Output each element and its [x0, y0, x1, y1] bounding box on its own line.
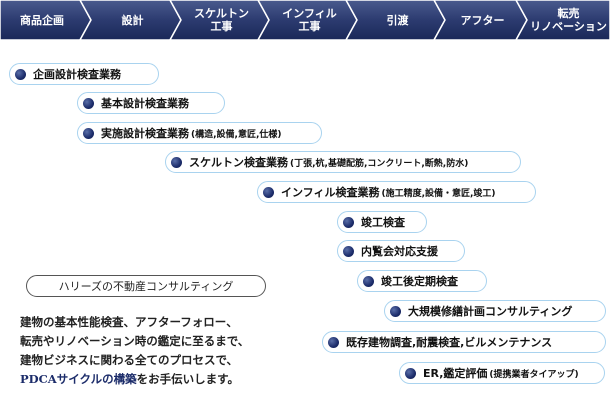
phase-arrows-svg	[0, 0, 610, 41]
navy-sphere-bullet-icon	[390, 305, 401, 317]
service-note: (提携業者タイアップ)	[489, 369, 579, 380]
navy-sphere-bullet-icon	[83, 97, 94, 109]
navy-sphere-bullet-icon	[15, 68, 26, 80]
description-line-rest: をお手伝いします。	[136, 372, 239, 386]
description-line: PDCAサイクルの構築をお手伝いします。	[20, 370, 320, 389]
service-pill-basic-design: 基本設計検査業務	[77, 92, 225, 114]
phase-label-2: 設計	[121, 13, 144, 27]
consulting-badge: ハリーズの不動産コンサルティング	[26, 275, 266, 297]
phase-arrow-bar: 商品企画 設計 スケルトン 工事 インフィル 工事 引渡 アフター 転売 リノベーション	[0, 0, 610, 44]
navy-sphere-bullet-icon	[171, 156, 182, 168]
service-label: 竣工後定期検査	[381, 275, 458, 288]
service-pill-infill: インフィル検査業務 (施工精度,設備・意匠,竣工)	[257, 181, 536, 203]
navy-sphere-bullet-icon	[343, 245, 354, 257]
service-label: 大規模修繕計画コンサルティング	[408, 305, 573, 318]
service-pill-large-repair: 大規模修繕計画コンサルティング	[384, 300, 606, 322]
service-pill-existing-building: 既存建物調査,耐震検査,ビルメンテナンス	[322, 331, 606, 353]
phase-label-5: 引渡	[386, 13, 409, 27]
consulting-description: 建物の基本性能検査、アフターフォロー、 転売やリノベーション時の鑑定に至るまで、…	[20, 313, 320, 389]
service-pill-preview-support: 内覧会対応支援	[337, 240, 465, 262]
service-pill-skeleton: スケルトン検査業務 (丁張,杭,基礎配筋,コンクリート,断熱,防水)	[165, 151, 521, 173]
service-label: 実施設計検査業務	[101, 127, 189, 140]
service-label: 竣工検査	[361, 216, 405, 229]
phase-label-7: 転売 リノベーション	[530, 7, 607, 33]
description-line: 建物ビジネスに関わる全てのプロセスで、	[20, 353, 239, 367]
phase-label-1: 商品企画	[20, 13, 64, 27]
service-pill-planning: 企画設計検査業務	[9, 63, 159, 85]
phase-label-3: スケルトン 工事	[194, 7, 249, 33]
service-pill-detail-design: 実施設計検査業務 (構造,設備,意匠,仕様)	[77, 122, 322, 144]
service-label: 内覧会対応支援	[361, 245, 438, 258]
service-pill-periodic-inspection: 竣工後定期検査	[357, 270, 487, 292]
service-note: (丁張,杭,基礎配筋,コンクリート,断熱,防水)	[290, 158, 469, 169]
phase-label-6: アフター	[460, 13, 505, 27]
consulting-badge-label: ハリーズの不動産コンサルティング	[58, 280, 234, 293]
service-label: ER,鑑定評価	[423, 367, 488, 380]
service-label: 企画設計検査業務	[33, 68, 121, 81]
service-label: スケルトン検査業務	[189, 156, 288, 169]
description-line: 転売やリノベーション時の鑑定に至るまで、	[20, 334, 250, 348]
service-pill-completion: 竣工検査	[337, 211, 427, 233]
navy-sphere-bullet-icon	[263, 186, 274, 198]
phase-label-4: インフィル 工事	[282, 7, 337, 33]
service-note: (構造,設備,意匠,仕様)	[191, 129, 282, 140]
navy-sphere-bullet-icon	[405, 367, 416, 379]
service-note: (施工精度,設備・意匠,竣工)	[381, 188, 496, 199]
service-label: 基本設計検査業務	[101, 97, 189, 110]
description-line: 建物の基本性能検査、アフターフォロー、	[20, 315, 238, 329]
navy-sphere-bullet-icon	[83, 127, 94, 139]
navy-sphere-bullet-icon	[343, 216, 354, 228]
navy-sphere-bullet-icon	[328, 336, 339, 348]
navy-sphere-bullet-icon	[363, 275, 374, 287]
pdca-highlight: PDCAサイクルの構築	[20, 372, 137, 386]
phase-arrow-7	[514, 0, 610, 41]
service-label: インフィル検査業務	[281, 186, 380, 199]
service-label: 既存建物調査,耐震検査,ビルメンテナンス	[346, 336, 553, 349]
service-pill-er-appraisal: ER,鑑定評価 (提携業者タイアップ)	[399, 362, 605, 384]
